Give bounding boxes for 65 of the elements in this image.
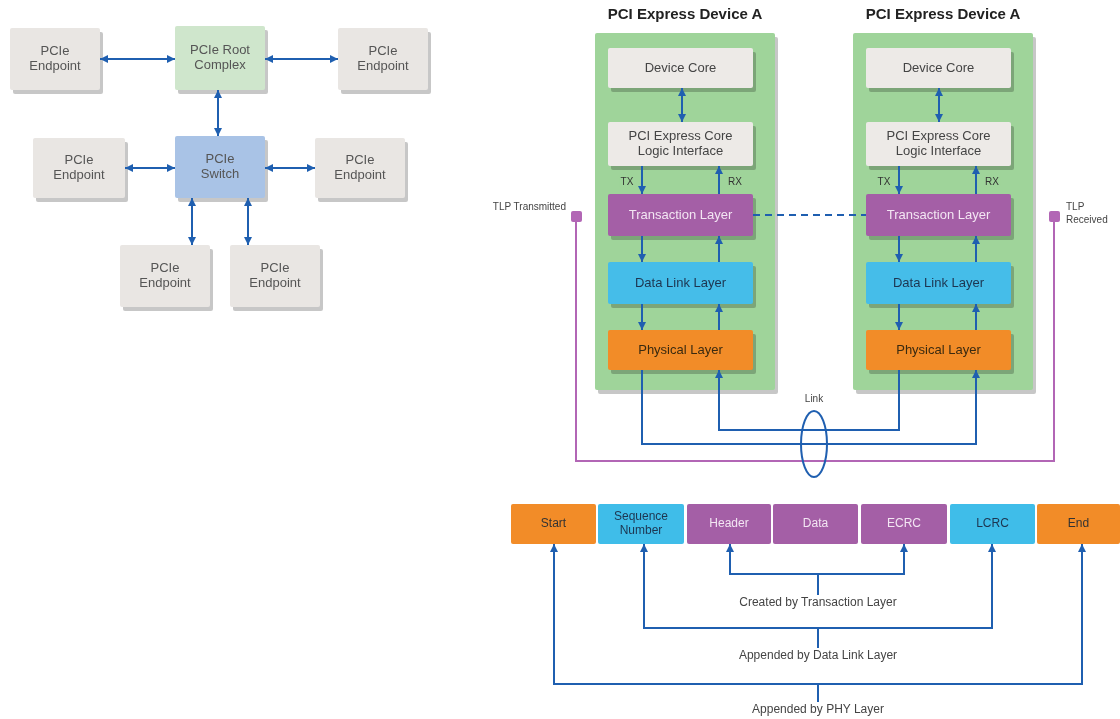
arrow [641,369,980,445]
data-link-layer-box: Data Link Layer [608,262,753,304]
arrow [817,543,1086,703]
transaction-layer-box: Transaction Layer [866,194,1011,236]
arrow [264,164,316,172]
core-box: PCI Express Core Logic Interface [608,122,753,166]
switch-box: PCIe Switch [175,136,265,198]
arrow [244,197,252,246]
endpoint-box: PCIe Endpoint [33,138,125,198]
core-box: Device Core [608,48,753,88]
packet-field: ECRC [861,504,947,544]
arrow [715,303,723,331]
packet-field: End [1037,504,1120,544]
tlp-marker [571,211,582,222]
leader-text: Created by Transaction Layer [698,595,938,611]
endpoint-box: PCIe Endpoint [230,245,320,307]
arrow [124,164,176,172]
edge-label: TX [619,175,635,187]
arrow [715,165,723,195]
arrow [188,197,196,246]
arrow [715,235,723,263]
physical-layer-box: Physical Layer [866,330,1011,370]
edge-label: TX [876,175,892,187]
endpoint-box: PCIe Endpoint [10,28,100,90]
arrow [638,235,646,263]
packet-field: Header [687,504,771,544]
arrow [99,55,176,63]
endpoint-box: PCIe Endpoint [315,138,405,198]
panel-heading: PCI Express Device A [606,5,764,23]
arrow [638,303,646,331]
arrow [264,55,339,63]
arrow [972,303,980,331]
transaction-layer-box: Transaction Layer [608,194,753,236]
arrow [214,89,222,137]
packet-field: LCRC [950,504,1035,544]
side-label: TLP Transmitted [491,200,566,213]
endpoint-box: PCIe Endpoint [338,28,428,90]
arrow [895,235,903,263]
arrow [715,369,900,431]
packet-field: Data [773,504,858,544]
core-box: Device Core [866,48,1011,88]
arrow [817,543,908,596]
arrow [895,165,903,195]
arrow [972,235,980,263]
data-link-layer-box: Data Link Layer [866,262,1011,304]
packet-field: Sequence Number [598,504,684,544]
tlp-marker [1049,211,1060,222]
dashed-connector [752,214,867,216]
core-box: PCI Express Core Logic Interface [866,122,1011,166]
leader-text: Appended by PHY Layer [708,702,928,718]
packet-field: Start [511,504,596,544]
edge-label: RX [984,175,1000,187]
link-label: Link [804,393,824,404]
panel-heading: PCI Express Device A [864,5,1022,23]
physical-layer-box: Physical Layer [608,330,753,370]
arrow [972,165,980,195]
edge-label: RX [727,175,743,187]
arrow [895,303,903,331]
arrow [935,87,943,123]
side-label: TLP Received [1066,200,1109,226]
leader-text: Appended by Data Link Layer [698,648,938,664]
root-complex-box: PCIe Root Complex [175,26,265,90]
endpoint-box: PCIe Endpoint [120,245,210,307]
arrow [678,87,686,123]
arrow [638,165,646,195]
